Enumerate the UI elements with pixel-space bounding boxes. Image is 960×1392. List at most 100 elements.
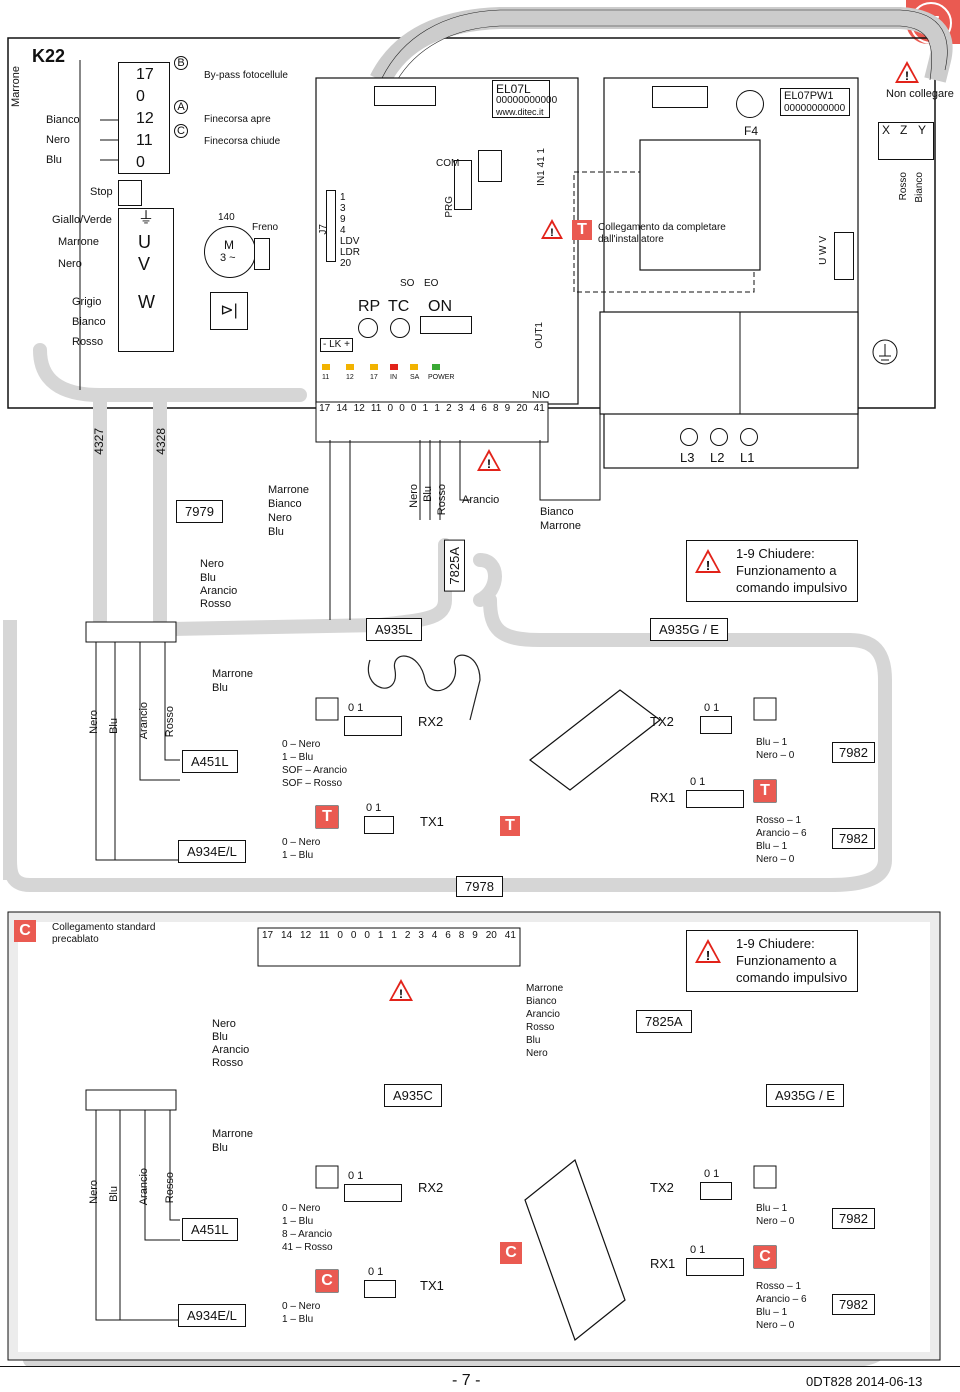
z-label: Z (900, 123, 908, 137)
el07pw1-code: 00000000000 (784, 103, 846, 114)
wire-bianco: Bianco (46, 114, 80, 126)
terminal-bottom-2: 12 (300, 930, 312, 941)
c-tx2-switch-label: 0 1 (704, 1168, 720, 1180)
c-wire-1: Bianco (526, 996, 557, 1007)
terminal-bottom-6: 0 (364, 930, 370, 941)
warning-icon: ! (477, 449, 501, 471)
led-power (432, 364, 440, 370)
terminal-top-14: 9 (504, 403, 511, 414)
out1-label: OUT1 (534, 322, 545, 349)
installatore-label: dall'installatore (598, 234, 664, 245)
j7-20: 20 (340, 258, 352, 269)
c-cable-7982-a: 7982 (832, 1208, 875, 1229)
c-marker: C (316, 1270, 338, 1292)
warning-icon: ! (695, 549, 721, 573)
rx1-terminals (686, 790, 744, 808)
terminal-top-15: 20 (516, 403, 528, 414)
switch-b: B (174, 56, 188, 70)
terminal-bottom-4: 0 (337, 930, 343, 941)
led-power-label: POWER (428, 374, 455, 381)
y-label: Y (918, 123, 927, 137)
rx1-wire-0: Rosso – 1 (756, 815, 802, 826)
terminal-top-10: 3 (457, 403, 464, 414)
terminal-bottom-1: 14 (281, 930, 293, 941)
note-line-3: comando impulsivo (736, 580, 848, 595)
eo-label: EO (424, 278, 439, 289)
label-giallo-verde: Giallo/Verde (52, 214, 112, 226)
com-connector (478, 150, 502, 182)
el07l-website: www.ditec.it (496, 107, 544, 117)
terminal-top-1: 14 (336, 403, 348, 414)
cable-7982-a: 7982 (832, 742, 875, 763)
note-c-line-3: comando impulsivo (736, 970, 848, 985)
j7-ldr: LDR (340, 247, 361, 258)
switch-a: A (174, 100, 188, 114)
terminal-bottom-14: 9 (472, 930, 478, 941)
c-tx2-terminals (700, 1182, 732, 1200)
col-arancio: Arancio (138, 702, 150, 740)
l2-terminal (710, 428, 728, 446)
led-12-label: 12 (346, 374, 354, 381)
a935c-label: A935C (384, 1084, 442, 1107)
freno-label: Freno (252, 222, 279, 233)
terminal-0: 0 (136, 88, 145, 105)
label-grigio: Grigio (72, 296, 102, 308)
fuse-holder-icon (736, 90, 764, 118)
svg-text:!: ! (706, 948, 710, 963)
lk-label: - LK + (320, 338, 353, 352)
terminal-bottom-13: 8 (458, 930, 465, 941)
non-collegare-label: Non collegare (886, 88, 954, 100)
marrone-vertical: Marrone (10, 66, 22, 107)
terminal-top-11: 4 (469, 403, 476, 414)
a451l-wire-0: 0 – Nero (282, 739, 321, 750)
el07l-code: 00000000000 (496, 95, 558, 106)
tx2-wire-1: Nero – 0 (756, 750, 795, 761)
c-tx1-label: TX1 (420, 1278, 444, 1293)
doc-code: 0DT828 2014-06-13 (806, 1374, 923, 1389)
terminal-top-7: 1 (422, 403, 429, 414)
a451l-wire-3: SOF – Rosso (282, 778, 343, 789)
a935g-label-c: A935G / E (766, 1084, 844, 1107)
board-connector (374, 86, 436, 106)
footer-divider (0, 1366, 960, 1367)
j7-4: 4 (340, 225, 346, 236)
label-rosso: Rosso (72, 336, 104, 348)
stop-switch (118, 180, 142, 206)
terminal-bottom-8: 1 (391, 930, 397, 941)
wire-blu-m: Blu (212, 682, 228, 694)
section-title-2: precablato (52, 934, 99, 945)
l1-label: L1 (740, 450, 755, 465)
led-sa (410, 364, 418, 370)
c-rx1-terminals (686, 1258, 744, 1276)
tc-trimmer (390, 318, 410, 338)
finecorsa-chiude-label: Finecorsa chiude (204, 136, 281, 147)
l3-label: L3 (680, 450, 695, 465)
note-line-2: Funzionamento a (736, 563, 837, 578)
led-11 (322, 364, 330, 370)
c-wire-2: Arancio (526, 1009, 560, 1020)
terminal-bottom-3: 11 (319, 930, 330, 941)
terminal-top-16: 41 (533, 403, 545, 414)
j7-connector (326, 190, 336, 262)
terminal-top-3: 11 (370, 403, 382, 414)
led-in (390, 364, 398, 370)
c-tx1-terminals (364, 1280, 396, 1298)
el07l-label-box (492, 80, 550, 118)
c-marker: C (754, 1246, 776, 1268)
terminal-0b: 0 (136, 154, 145, 171)
c-wire-5: Nero (526, 1048, 548, 1059)
col-rosso-c: Rosso (164, 1172, 176, 1204)
l3-terminal (680, 428, 698, 446)
motor-terminal-block (118, 208, 174, 352)
el07pw1-label-box (780, 88, 850, 116)
note-line-1: 1-9 Chiudere: (736, 546, 815, 561)
c-rx2-terminals (344, 1184, 402, 1202)
cable-7825a: 7825A (444, 540, 465, 592)
wire-arancio-l: Arancio (200, 585, 238, 597)
terminal-bottom-11: 4 (431, 930, 438, 941)
c-rx2-switch-label: 0 1 (348, 1170, 364, 1182)
terminal-top-9: 2 (446, 403, 452, 414)
j7-ldv: LDV (340, 236, 360, 247)
